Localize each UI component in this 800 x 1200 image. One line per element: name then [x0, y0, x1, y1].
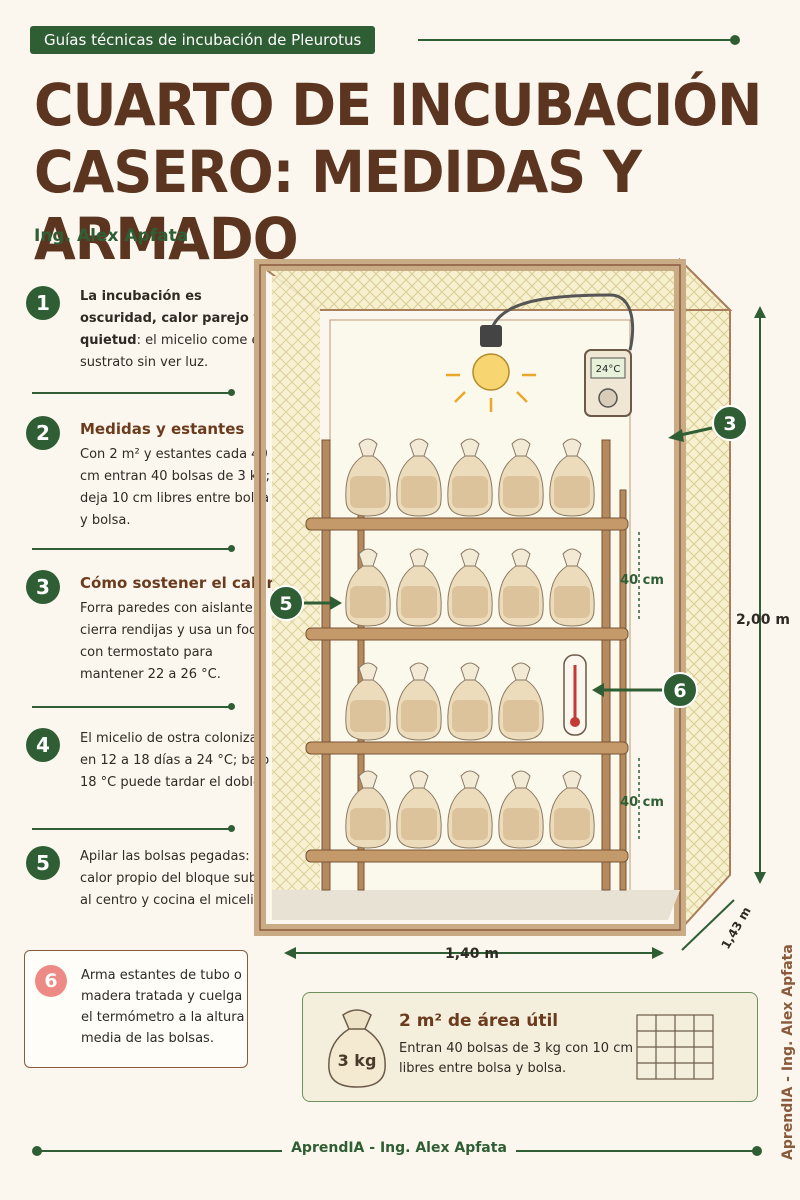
tip-box: 6 Arma estantes de tubo o madera tratada…: [24, 950, 248, 1068]
substrate-bag: [345, 548, 391, 627]
divider: [32, 825, 235, 831]
callout-5: 5: [268, 585, 342, 621]
substrate-bag: [396, 548, 442, 627]
tip-body: Arma estantes de tubo o madera tratada y…: [81, 968, 245, 1046]
depth-dim-line: [681, 899, 735, 951]
step-heading: Medidas y estantes: [80, 420, 245, 438]
divider: [32, 545, 235, 551]
substrate-bag: [447, 548, 493, 627]
footer-credit: AprendIA - Ing. Alex Apfata: [291, 1140, 507, 1156]
shelf: [305, 741, 629, 755]
step-heading: Cómo sostener el calor: [80, 574, 274, 592]
step-body: Forra paredes con aislante, cierra rendi…: [80, 601, 265, 682]
area-info-box: 3 kg 2 m² de área útil Entran 40 bolsas …: [302, 992, 758, 1102]
substrate-bag: [549, 548, 595, 627]
bulb-socket: [480, 325, 502, 347]
substrate-bag: [498, 662, 544, 741]
author: Ing. Alex Apfata: [34, 226, 189, 246]
bag-weight: 3 kg: [337, 1051, 377, 1070]
guide-tag: Guías técnicas de incubación de Pleurotu…: [30, 26, 376, 54]
divider: [32, 389, 235, 395]
spacing-label-top: 40 cm: [620, 573, 664, 588]
step-body: El micelio de ostra coloniza en 12 a 18 …: [80, 731, 270, 790]
step-body: Con 2 m² y estantes cada 40 cm entran 40…: [80, 447, 271, 528]
substrate-bag: [396, 438, 442, 517]
step-body: La incubación es oscuridad, calor parejo…: [80, 289, 264, 370]
svg-text:5: 5: [279, 593, 292, 615]
substrate-bag: [498, 438, 544, 517]
svg-text:3: 3: [723, 413, 736, 435]
substrate-bag: [345, 438, 391, 517]
side-panel: [679, 257, 731, 933]
callout-6: 6: [592, 672, 698, 708]
step-number: 3: [26, 570, 60, 604]
substrate-bags: [345, 438, 595, 849]
step-number: 2: [26, 416, 60, 450]
substrate-bag: [396, 662, 442, 741]
area-text: Entran 40 bolsas de 3 kg con 10 cm libre…: [399, 1041, 634, 1076]
step-number: 1: [26, 286, 60, 320]
bulb-rays: [446, 373, 536, 412]
width-label: 1,40 m: [445, 946, 499, 962]
substrate-bag: [549, 770, 595, 849]
thermostat-knob: [598, 388, 618, 408]
vertical-credit: AprendIA - Ing. Alex Apfata: [780, 944, 796, 1160]
area-title: 2 m² de área útil: [399, 1011, 559, 1031]
substrate-bag: [345, 662, 391, 741]
footer-divider-right: [516, 1146, 762, 1156]
step-number: 4: [26, 728, 60, 762]
bag-icon: [328, 1009, 386, 1088]
shelf: [305, 627, 629, 641]
shelf: [305, 517, 629, 531]
thermostat-readout: 24°C: [596, 364, 621, 375]
substrate-bag: [447, 770, 493, 849]
footer-divider-left: [32, 1146, 282, 1156]
depth-label: 1,43 m: [718, 904, 753, 951]
substrate-bag: [549, 438, 595, 517]
page-title: CUARTO DE INCUBACIÓN CASERO: MEDIDAS Y A…: [34, 70, 762, 273]
spacing-label-bottom: 40 cm: [620, 795, 664, 810]
substrate-bag: [498, 770, 544, 849]
height-label: 2,00 m: [736, 612, 790, 628]
tag-divider: [418, 35, 740, 45]
substrate-bag: [447, 662, 493, 741]
substrate-bag: [498, 548, 544, 627]
substrate-bag: [345, 770, 391, 849]
bulb-icon: [472, 353, 510, 391]
shelf: [305, 849, 629, 863]
grid-icon: [636, 1014, 714, 1080]
divider: [32, 703, 235, 709]
step-number: 5: [26, 846, 60, 880]
step-body: Apilar las bolsas pegadas: el calor prop…: [80, 849, 266, 908]
tip-number: 6: [35, 965, 67, 997]
callout-3: 3: [668, 405, 748, 442]
substrate-bag: [396, 770, 442, 849]
shelves: [305, 517, 629, 863]
svg-text:6: 6: [673, 680, 686, 702]
substrate-bag: [447, 438, 493, 517]
cabinet-illustration: 24°C 40 cm 40 cm 2,00 m 1,40 m 1,43 m 3: [254, 257, 790, 962]
floor: [272, 890, 680, 920]
